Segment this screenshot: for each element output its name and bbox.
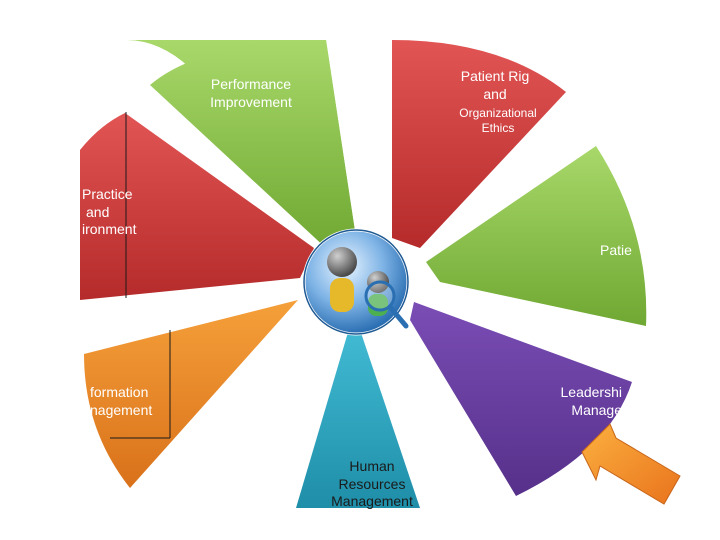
label-line: Resources xyxy=(338,475,406,492)
segment-practice-environment xyxy=(80,113,314,300)
segment-information-management xyxy=(84,300,298,488)
label-practice-environment: Practice and ironment xyxy=(82,186,162,239)
label-line: Improvement xyxy=(210,93,292,110)
label-patient: Patie xyxy=(600,242,648,260)
arrow-pointer-icon xyxy=(581,423,681,505)
label-line: nagement xyxy=(90,401,153,418)
label-line: Leadershi xyxy=(560,384,623,400)
segment-performance-improvement-body xyxy=(150,40,356,250)
label-line: and xyxy=(483,85,507,102)
label-line: ironment xyxy=(82,221,137,237)
label-line: Management xyxy=(331,493,413,509)
label-line: Practice xyxy=(82,186,133,202)
label-line: Patie xyxy=(600,242,632,258)
people-search-icon xyxy=(302,228,410,336)
segment-patient-rights xyxy=(392,40,566,248)
label-human-resources: Human Resources Management xyxy=(312,458,432,511)
label-line: Patient Rig xyxy=(460,68,530,84)
label-line: and xyxy=(86,203,110,220)
segment-patient xyxy=(426,146,647,326)
label-organizational-ethics: Organizational Ethics xyxy=(440,106,556,136)
label-performance-improvement: Performance Improvement xyxy=(196,76,306,111)
label-information-management: formation nagement xyxy=(90,384,186,419)
segment-leadership xyxy=(410,302,632,496)
segment-human-resources xyxy=(296,312,420,508)
label-line: Organizational xyxy=(459,106,537,120)
label-leadership: Leadershi Manage xyxy=(540,384,623,419)
label-line: Performance xyxy=(210,76,292,92)
label-line: Manage xyxy=(571,401,622,418)
label-line: formation xyxy=(90,384,149,400)
label-patient-rights: Patient Rig and xyxy=(440,68,550,103)
label-line: Human xyxy=(349,458,395,474)
label-line: Ethics xyxy=(481,121,515,135)
